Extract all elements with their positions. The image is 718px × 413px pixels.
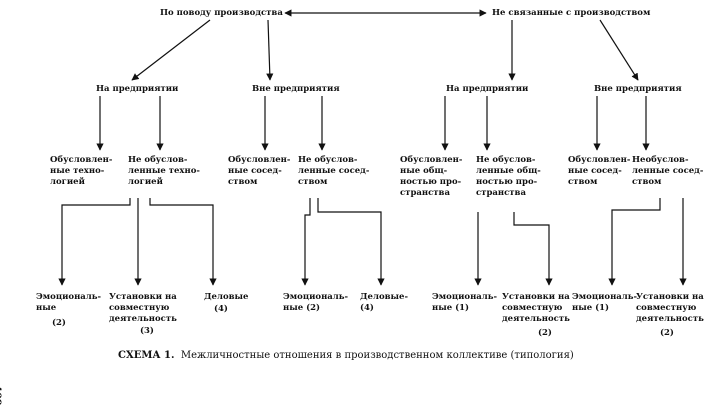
- branch-d-emo: [608, 198, 661, 286]
- leaf-c-joint-activity-number: (2): [538, 328, 552, 338]
- branch-b-bus: [317, 198, 385, 286]
- node-b2-not-neighbour-conditioned: Не обуслов- ленные сосед- ством: [298, 155, 370, 187]
- leaf-a-emotional: Эмоциональ- ные: [36, 292, 102, 313]
- page-number: 409: [0, 385, 2, 406]
- figure-caption: СХЕМА 1. Межличностные отношения в произ…: [118, 350, 574, 361]
- node-related-to-production: По поводу производства: [160, 8, 283, 18]
- leaf-a-emotional-number: (2): [52, 318, 66, 328]
- branch-c-inst: [513, 212, 553, 286]
- leaf-c-emotional: Эмоциональ- ные (1): [432, 292, 498, 313]
- node-c1-space-conditioned: Обусловлен- ные общ- ностью про- странст…: [400, 155, 463, 198]
- leaf-d-joint-activity: Установки на совместную деятельность: [636, 292, 704, 324]
- leaf-d-emotional: Эмоциональ- ные (1): [572, 292, 638, 313]
- branch-a-emo: [58, 198, 131, 286]
- node-a-at-enterprise: На предприятии: [96, 84, 179, 94]
- caption-text: Межличностные отношения в производственн…: [180, 350, 574, 361]
- leaf-b-business: Деловые- (4): [360, 292, 408, 313]
- node-d1-neighbour-conditioned: Обусловлен- ные сосед- ством: [568, 155, 631, 187]
- node-a2-not-tech-conditioned: Не обуслов- ленные техно- логией: [128, 155, 200, 187]
- arrow-top-left-b: [266, 19, 274, 81]
- leaf-a-business: Деловые: [204, 292, 249, 302]
- node-a1-tech-conditioned: Обусловлен- ные техно- логией: [50, 155, 113, 187]
- leaf-b-emotional: Эмоциональ- ные (2): [283, 292, 349, 313]
- leaf-d-joint-activity-number: (2): [660, 328, 674, 338]
- leaf-a-joint-activity-number: (3): [140, 326, 154, 336]
- branch-b-emo: [301, 198, 311, 286]
- leaf-c-joint-activity: Установки на совместную деятельность: [502, 292, 570, 324]
- node-not-related-to-production: Не связанные с производством: [492, 8, 651, 18]
- arrow-top-left-a: [131, 19, 211, 81]
- node-b-outside-enterprise: Вне предприятия: [252, 84, 340, 94]
- node-c2-not-space-conditioned: Не обуслов- ленные общ- ностью про- стра…: [476, 155, 541, 198]
- caption-label: СХЕМА 1.: [118, 350, 175, 361]
- leaf-a-joint-activity: Установки на совместную деятельность: [109, 292, 177, 324]
- node-d-outside-enterprise: Вне предприятия: [594, 84, 682, 94]
- node-d2-not-neighbour-conditioned: Необуслов- ленные сосед- ством: [632, 155, 704, 187]
- node-c-at-enterprise: На предприятии: [446, 84, 529, 94]
- branch-a-bus: [149, 198, 217, 286]
- node-b1-neighbour-conditioned: Обусловлен- ные сосед- ством: [228, 155, 291, 187]
- arrow-top-right-d: [599, 19, 639, 81]
- leaf-a-business-number: (4): [214, 304, 228, 314]
